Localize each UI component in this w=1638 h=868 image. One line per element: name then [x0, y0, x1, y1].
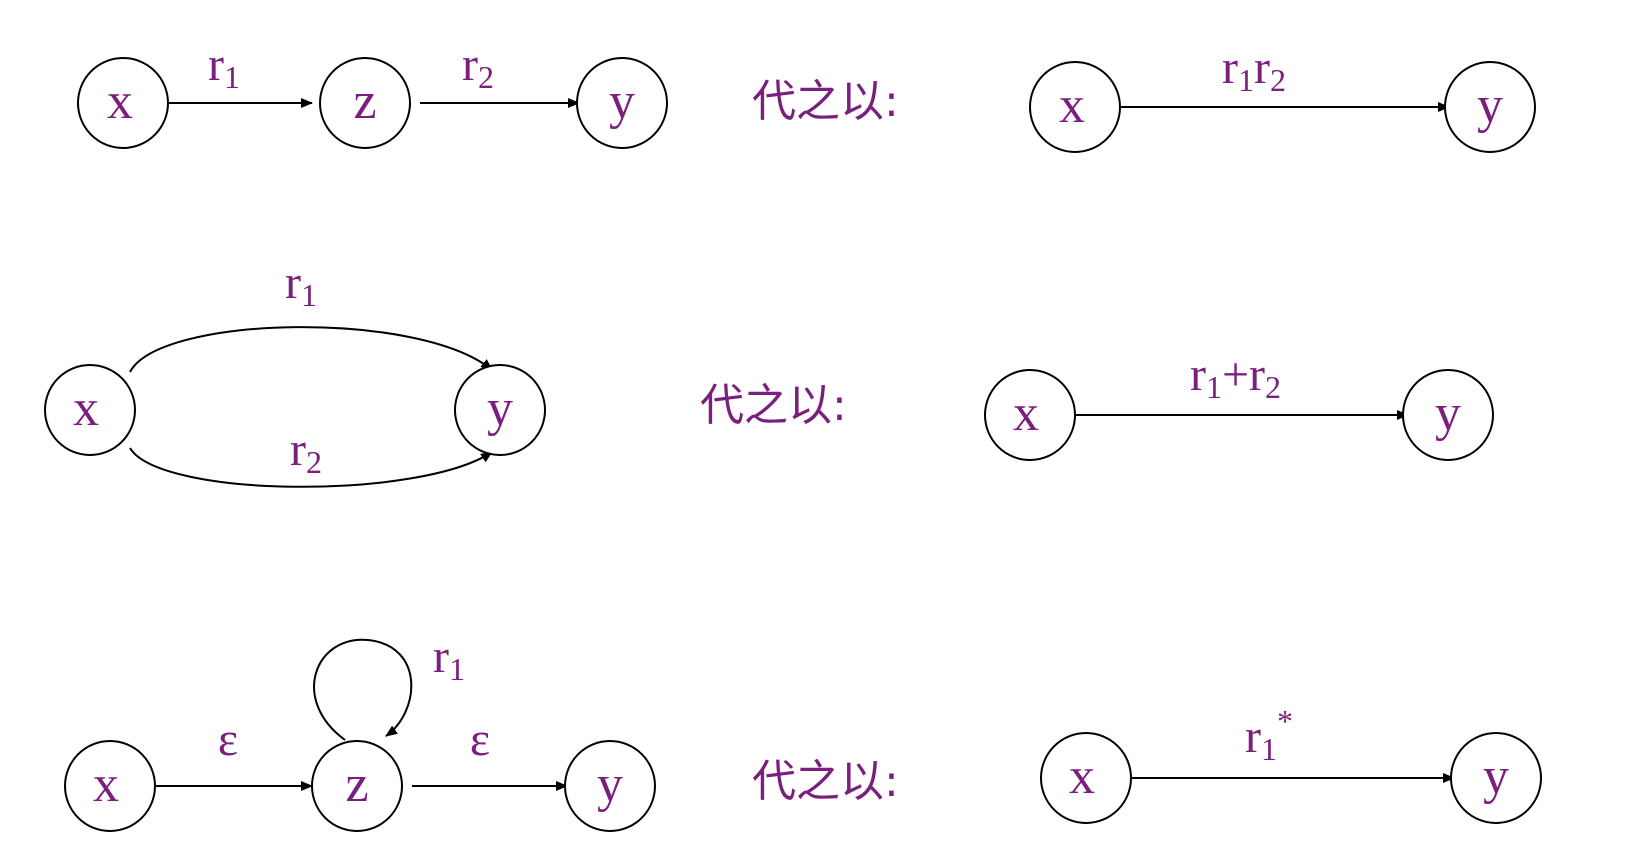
replace-label-3: 代之以:	[752, 756, 899, 807]
state-y	[454, 364, 546, 456]
state-x-label: x	[107, 73, 133, 130]
replace-label-1: 代之以:	[752, 76, 899, 127]
edge-label-r2: r2	[290, 423, 322, 480]
state-z-label: z	[353, 73, 376, 130]
edge-x-y-upper	[129, 326, 493, 373]
state-x	[1040, 732, 1132, 824]
replace-label-2: 代之以:	[700, 380, 847, 431]
edge-label-r1-plus-r2: r1+r2	[1190, 348, 1281, 405]
state-y-label: y	[487, 380, 513, 437]
state-z	[311, 740, 403, 832]
state-y-label: y	[1483, 748, 1509, 805]
state-x-label: x	[1059, 77, 1085, 134]
state-y	[1450, 732, 1542, 824]
edge-label-r1-star: r1*	[1245, 703, 1293, 767]
rule-1-before: x z y r1 r2	[77, 38, 668, 149]
rule-2-after: x y r1+r2	[984, 348, 1494, 461]
edge-label-r1r2: r1r2	[1222, 41, 1286, 98]
state-y-label: y	[597, 756, 623, 813]
state-y	[1444, 61, 1536, 153]
state-x-label: x	[93, 756, 119, 813]
state-x-label: x	[1013, 385, 1039, 442]
state-y-label: y	[609, 73, 635, 130]
state-x	[1029, 61, 1121, 153]
rule-3-after: x y r1*	[1040, 703, 1542, 824]
state-x	[44, 364, 136, 456]
state-y-label: y	[1435, 385, 1461, 442]
state-x	[64, 740, 156, 832]
self-loop-z	[313, 638, 413, 741]
state-y	[576, 57, 668, 149]
state-z-label: z	[345, 756, 368, 813]
rule-2-before: x y r1 r2	[44, 256, 546, 488]
state-y-label: y	[1477, 77, 1503, 134]
state-y	[564, 740, 656, 832]
rule-3-before: x z y ε ε r1	[64, 630, 656, 832]
edge-label-epsilon-1: ε	[218, 713, 238, 766]
state-z	[319, 57, 411, 149]
edge-label-r1: r1	[285, 256, 317, 313]
loop-label-r1: r1	[433, 630, 465, 687]
state-x-label: x	[1069, 748, 1095, 805]
edge-label-epsilon-2: ε	[470, 713, 490, 766]
state-x	[984, 369, 1076, 461]
state-x	[77, 57, 169, 149]
state-x-label: x	[73, 380, 99, 437]
edge-label-r1: r1	[208, 38, 240, 95]
rule-1-after: x y r1r2	[1029, 41, 1536, 153]
state-y	[1402, 369, 1494, 461]
edge-label-r2: r2	[462, 38, 494, 95]
edge-x-y-lower	[129, 447, 493, 488]
